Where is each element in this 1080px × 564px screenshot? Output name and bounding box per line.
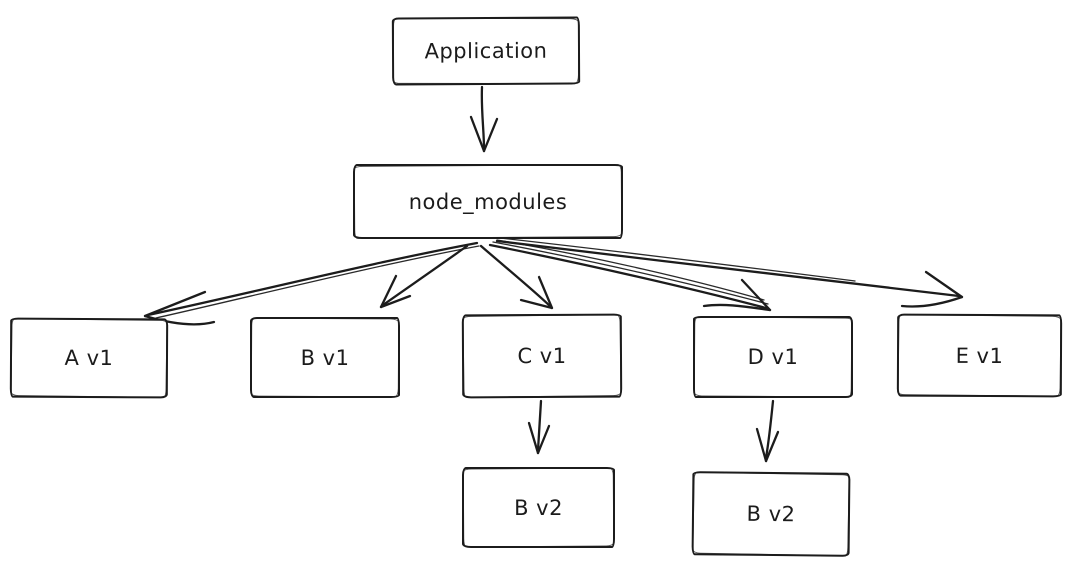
edge-node-modules-b-v1 [379, 244, 469, 309]
edge-c-v1-b-v2 [527, 399, 551, 455]
node-d-v1-label: D v1 [747, 345, 799, 369]
node-b-v2-under-c-label: B v2 [514, 495, 563, 520]
edge-node-modules-e-v1 [495, 237, 964, 308]
node-application-label: Application [424, 38, 548, 64]
node-b-v2-under-d-label: B v2 [746, 501, 796, 527]
node-b-v1: B v1 [250, 317, 400, 398]
node-a-v1: A v1 [9, 317, 169, 399]
node-b-v2-under-c: B v2 [462, 467, 615, 548]
node-b-v2-under-d: B v2 [691, 471, 851, 557]
node-b-v1-label: B v1 [300, 345, 350, 370]
node-application: Application [391, 16, 581, 86]
node-c-v1-label: C v1 [517, 343, 567, 369]
edge-d-v1-b-v2 [755, 399, 780, 463]
node-d-v1: D v1 [693, 316, 853, 398]
node-node-modules: node_modules [353, 164, 623, 239]
node-a-v1-label: A v1 [64, 345, 114, 371]
node-node-modules-label: node_modules [408, 189, 568, 214]
node-e-v1-label: E v1 [955, 343, 1004, 368]
edge-node-modules-d-v1 [488, 239, 772, 312]
edge-node-modules-c-v1 [479, 244, 554, 310]
edge-application-node-modules [469, 85, 499, 153]
node-c-v1: C v1 [461, 313, 623, 399]
node-e-v1: E v1 [896, 313, 1063, 398]
edge-node-modules-a-v1 [143, 241, 480, 326]
